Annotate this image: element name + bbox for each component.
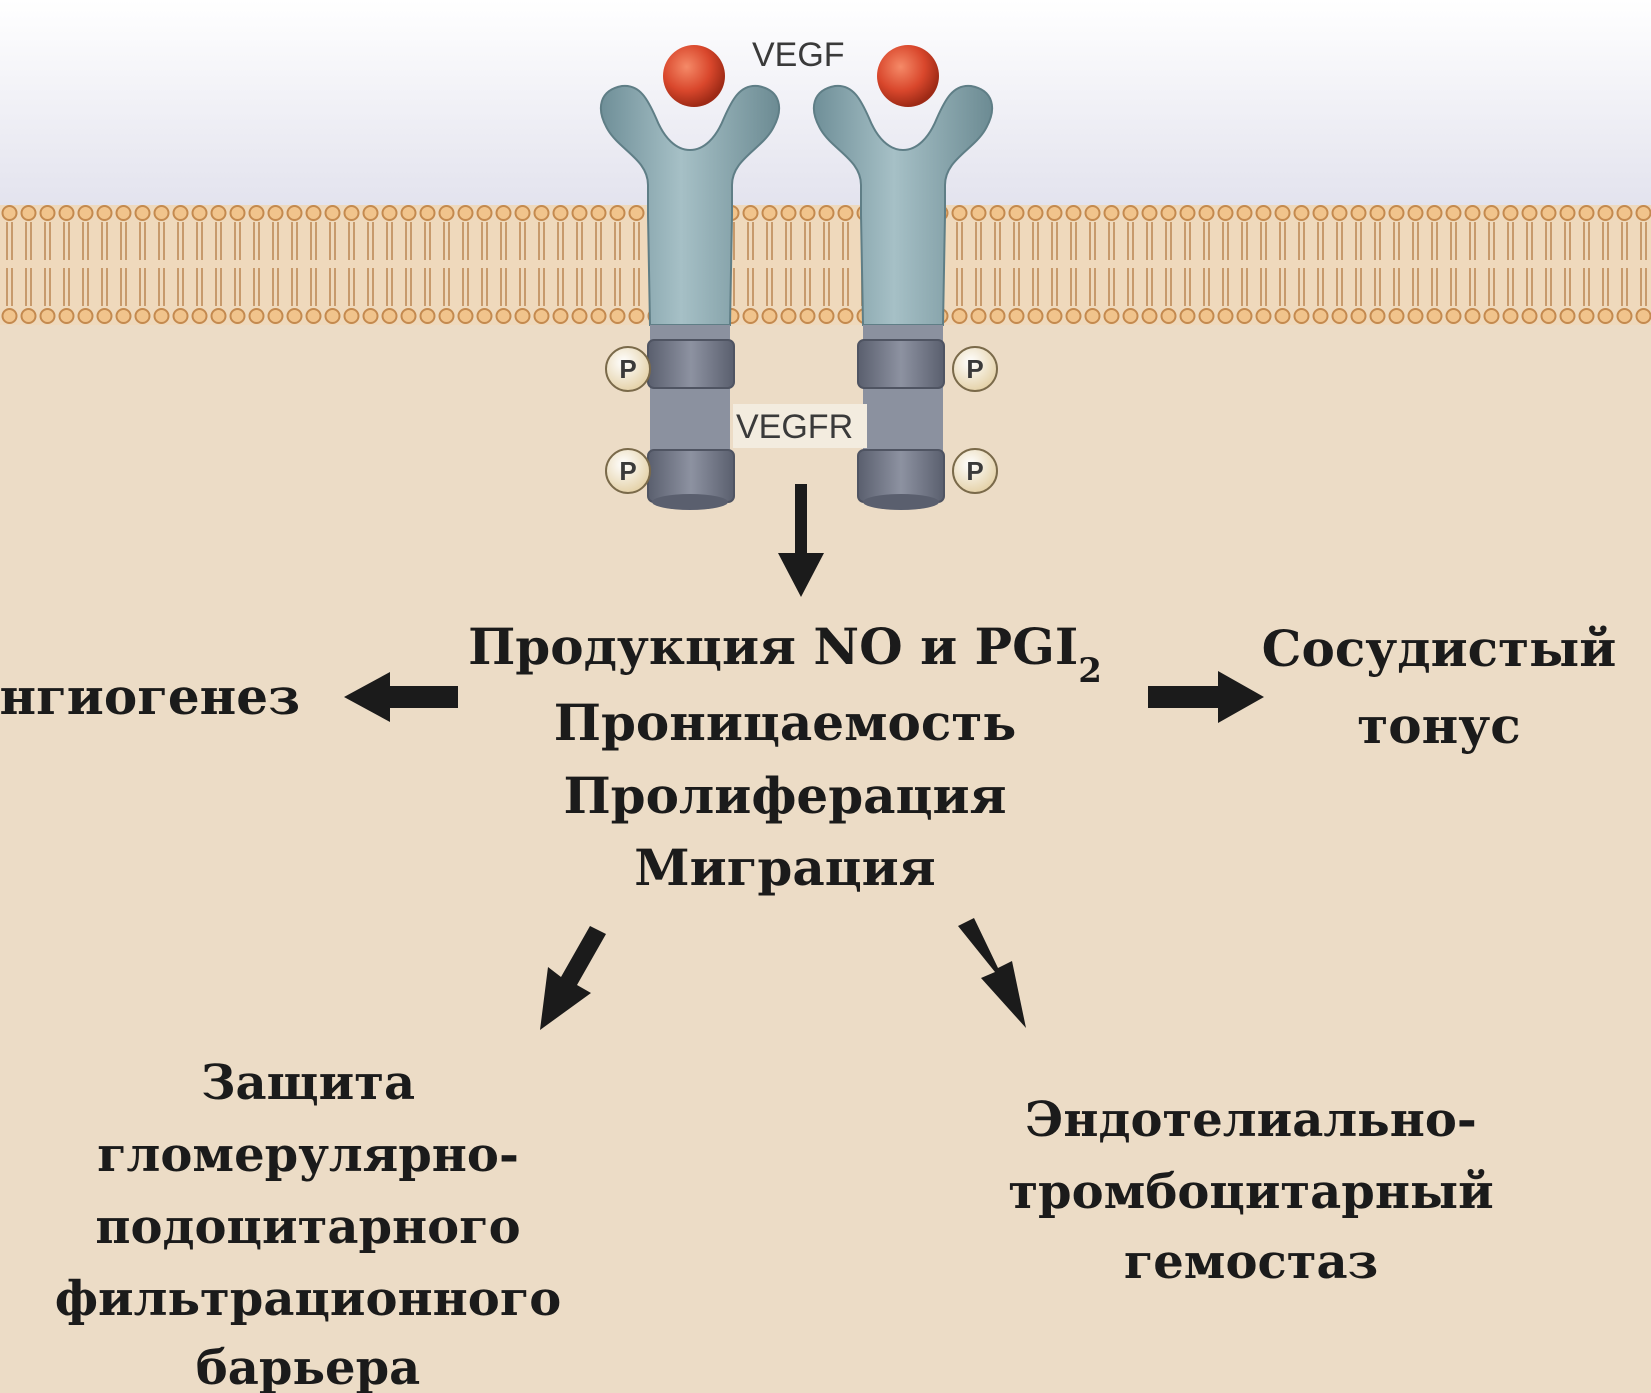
phosphate-group-left-top: P [606, 347, 650, 391]
vascular-tone-line-2: тонус [1357, 696, 1520, 755]
angiogenesis-label: нгиогенез [0, 667, 300, 726]
center-line-4: Миграция [634, 838, 935, 897]
svg-text:P: P [966, 354, 983, 384]
phosphate-group-right-bottom: P [953, 449, 997, 493]
vegfr-label: VEGFR [736, 408, 853, 446]
barrier-line-2: гломерулярно- [97, 1127, 519, 1183]
center-line-2: Проницаемость [554, 693, 1017, 752]
vegf-label: VEGF [752, 36, 845, 74]
svg-text:P: P [966, 456, 983, 486]
hemostasis-line-1: Эндотелиально- [1025, 1092, 1477, 1148]
center-line-1-subscript: 2 [1078, 651, 1102, 691]
barrier-line-4: фильтрационного [55, 1271, 562, 1327]
center-line-3: Пролиферация [563, 766, 1006, 825]
hemostasis-line-3: гемостаз [1124, 1234, 1378, 1290]
barrier-line-1: Защита [201, 1055, 415, 1111]
vascular-tone-line-1: Сосудистый [1262, 619, 1617, 678]
phosphate-group-left-bottom: P [606, 449, 650, 493]
svg-text:P: P [619, 456, 636, 486]
phosphate-group-right-top: P [953, 347, 997, 391]
vegf-ligand-left [663, 45, 725, 107]
barrier-line-3: подоцитарного [95, 1199, 520, 1255]
barrier-line-5: барьера [196, 1340, 420, 1393]
vegf-ligand-right [877, 45, 939, 107]
hemostasis-line-2: тромбоцитарный [1008, 1164, 1493, 1220]
svg-text:P: P [619, 354, 636, 384]
cell-membrane [0, 204, 1651, 325]
